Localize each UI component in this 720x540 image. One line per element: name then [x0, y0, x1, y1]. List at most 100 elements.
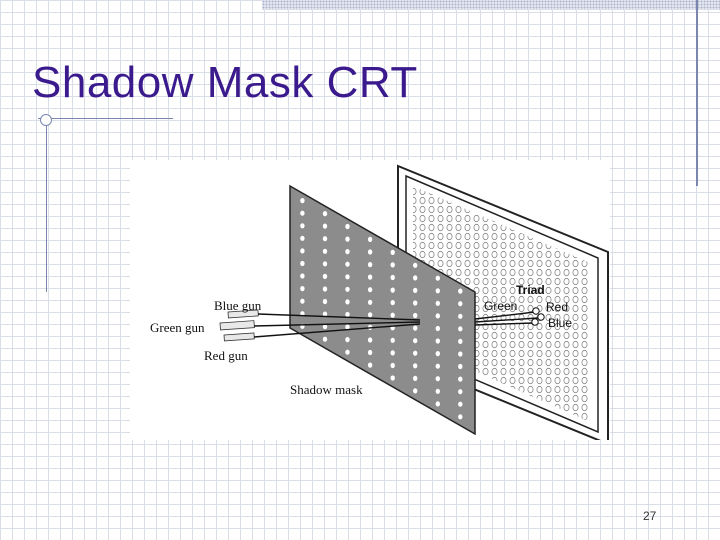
mask-hole [458, 389, 463, 395]
mask-hole [435, 351, 440, 357]
mask-hole [300, 248, 305, 254]
mask-hole [322, 298, 328, 305]
decorative-circle-icon [40, 114, 52, 126]
mask-hole [322, 223, 328, 229]
mask-hole [300, 286, 305, 292]
blue-gun-icon [227, 309, 259, 319]
mask-hole [413, 338, 418, 344]
mask-hole [413, 375, 418, 381]
electron-guns [219, 309, 259, 342]
mask-hole [300, 223, 305, 229]
mask-hole [367, 362, 373, 368]
mask-hole [367, 312, 373, 318]
left-vertical-decoration [46, 120, 47, 292]
green-gun-icon [219, 320, 255, 331]
mask-hole [322, 248, 328, 254]
mask-hole [322, 273, 328, 279]
green-gun-label: Green gun [150, 320, 205, 335]
mask-hole [367, 274, 373, 280]
mask-hole [390, 300, 395, 306]
mask-hole [300, 298, 305, 304]
mask-hole [322, 236, 328, 242]
mask-hole [390, 287, 395, 293]
triad-label: Triad [516, 283, 545, 297]
mask-hole [322, 286, 328, 292]
mask-hole [345, 337, 350, 343]
mask-hole [345, 261, 350, 267]
red-label: Red [546, 300, 568, 314]
mask-hole [458, 301, 463, 307]
mask-hole [435, 325, 440, 332]
mask-hole [300, 273, 305, 279]
mask-hole [345, 324, 350, 330]
mask-hole [435, 288, 440, 294]
mask-hole [345, 349, 350, 355]
shadow-mask-panel [289, 184, 476, 436]
mask-hole [390, 262, 395, 268]
mask-hole [322, 336, 328, 342]
mask-hole [367, 287, 373, 293]
triad-icon [531, 307, 545, 326]
diagram-svg: Blue gun Green gun Red gun Shadow mask T… [150, 164, 609, 446]
mask-hole [345, 236, 350, 242]
right-decorative-bar [696, 0, 698, 186]
mask-hole [345, 223, 350, 230]
mask-hole [458, 376, 463, 382]
mask-hole [435, 388, 440, 394]
green-label: Green [484, 299, 517, 313]
mask-hole [390, 249, 395, 255]
blue-label: Blue [548, 316, 572, 330]
mask-hole [413, 287, 418, 293]
shadow-mask-diagram: Blue gun Green gun Red gun Shadow mask T… [130, 160, 610, 446]
mask-hole [458, 288, 463, 294]
mask-hole [413, 363, 418, 369]
mask-hole [367, 236, 373, 242]
mask-hole [390, 375, 395, 381]
red-gun-label: Red gun [204, 348, 248, 363]
mask-hole [413, 388, 418, 394]
mask-hole [413, 275, 418, 281]
mask-hole [458, 351, 463, 357]
slide-title: Shadow Mask CRT [32, 58, 418, 107]
mask-hole [345, 299, 350, 305]
mask-hole [322, 324, 328, 330]
mask-hole [322, 211, 328, 217]
mask-hole [458, 363, 463, 370]
mask-hole [300, 235, 305, 241]
mask-hole [413, 262, 418, 268]
mask-hole [390, 312, 395, 318]
mask-hole [367, 299, 373, 305]
mask-hole [300, 198, 305, 204]
mask-hole [458, 326, 463, 332]
mask-hole [367, 337, 373, 343]
mask-hole [367, 249, 373, 255]
mask-hole [390, 337, 395, 343]
mask-hole [390, 350, 395, 356]
mask-hole [413, 325, 418, 331]
mask-hole [345, 286, 350, 292]
mask-hole [300, 210, 305, 216]
mask-hole [458, 414, 463, 420]
mask-hole [435, 363, 440, 369]
mask-hole [345, 311, 350, 318]
mask-hole [435, 313, 440, 319]
mask-hole [367, 349, 373, 356]
electron-beams [253, 311, 539, 338]
mask-hole [435, 275, 440, 281]
mask-hole [413, 350, 418, 356]
blue-gun-label: Blue gun [214, 298, 262, 313]
shadow-mask-label: Shadow mask [290, 382, 363, 397]
page-number: 27 [643, 509, 657, 523]
mask-hole [413, 312, 418, 319]
mask-hole [413, 300, 418, 306]
red-gun-icon [223, 332, 255, 342]
mask-hole [345, 249, 350, 255]
mask-hole [435, 401, 440, 407]
mask-hole [322, 261, 328, 267]
mask-hole [345, 274, 350, 280]
mask-hole [390, 362, 395, 369]
mask-hole [458, 401, 463, 407]
mask-hole [367, 262, 373, 268]
mask-hole [435, 300, 440, 306]
mask-hole [435, 376, 440, 382]
